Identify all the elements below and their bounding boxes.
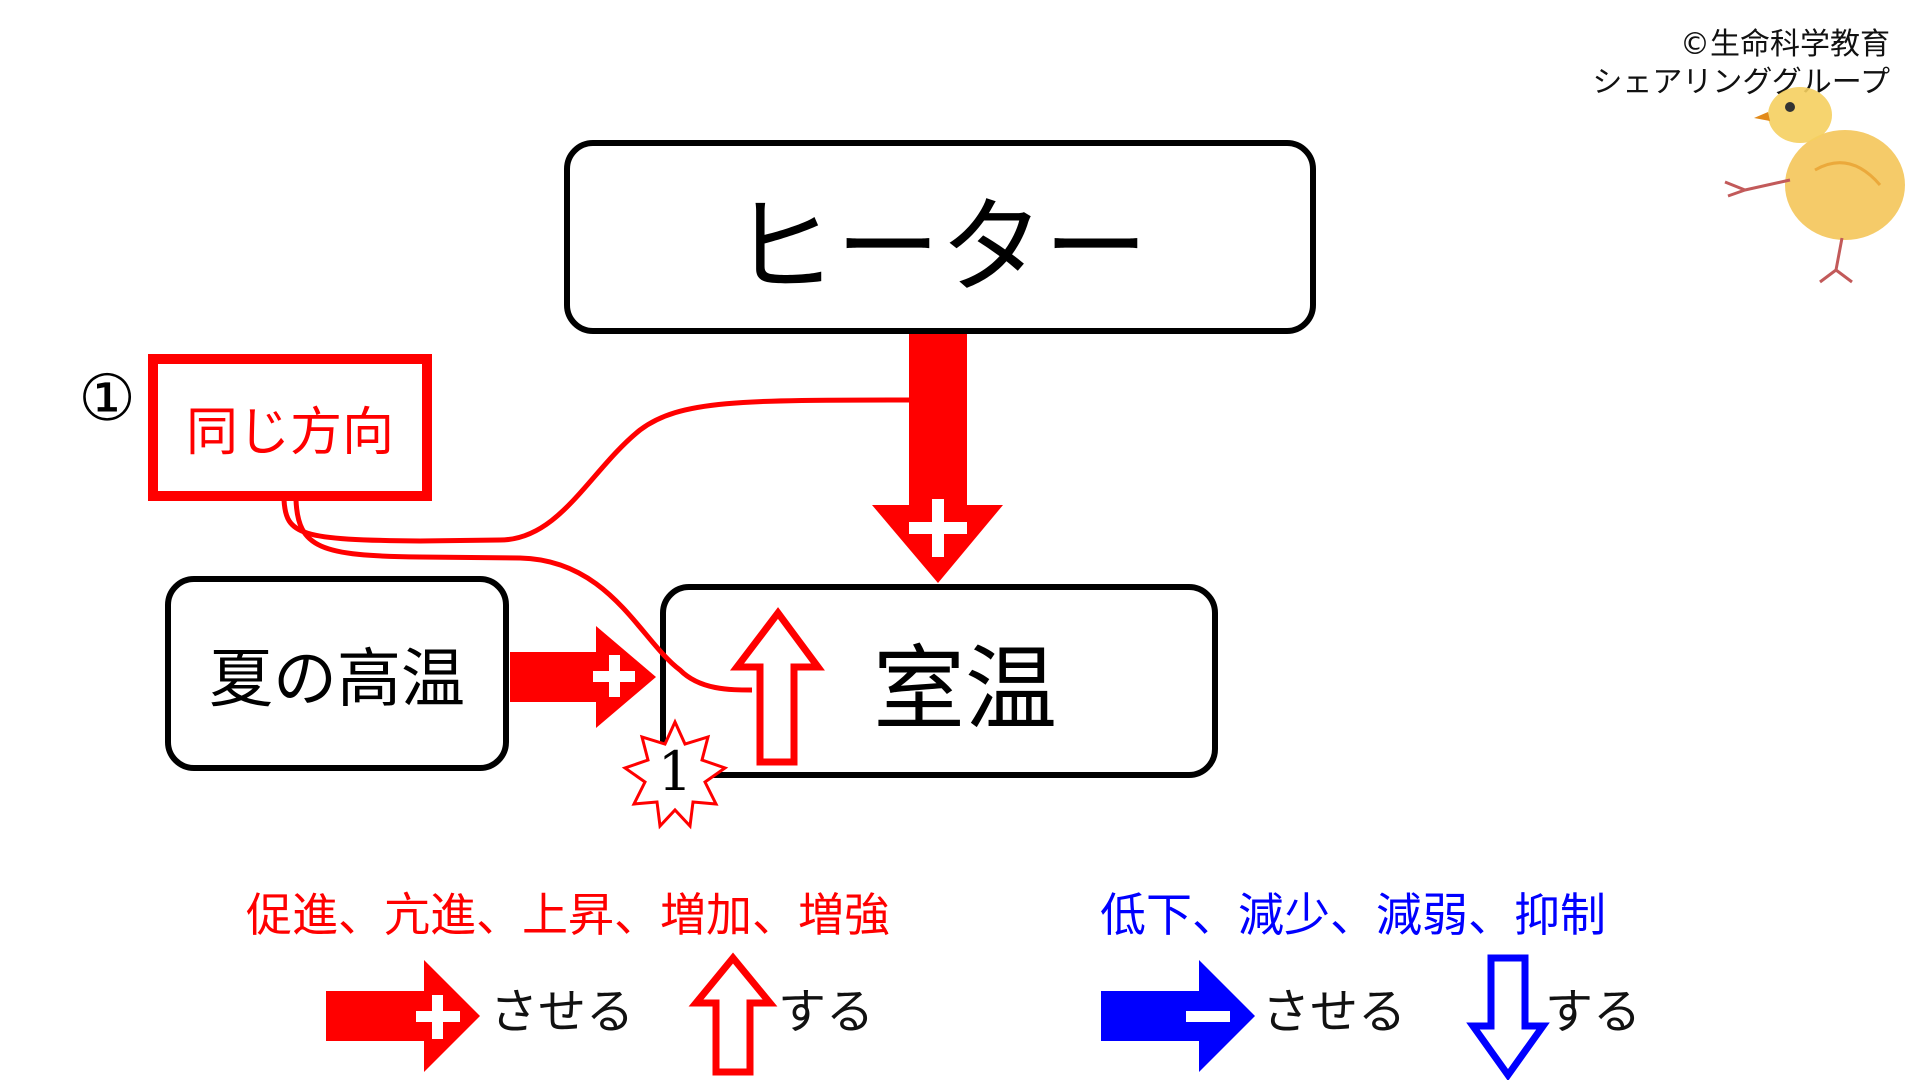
legend-positive-make-arrow [326, 960, 480, 1072]
heater-box [564, 140, 1316, 334]
legend-negative-do-label: する [1545, 984, 1642, 1040]
callout-label: 同じ方向 [185, 403, 394, 463]
minus-icon [1186, 1011, 1230, 1022]
callout-box [148, 354, 432, 501]
heater-label: ヒーター [731, 185, 1148, 308]
callout-connectors [281, 397, 911, 693]
callout-number: ① [78, 362, 136, 436]
legend-positive-do-label: する [778, 984, 875, 1040]
heater-to-room-arrow [872, 334, 1003, 583]
badge-number: 1 [658, 740, 692, 803]
legend-negative-terms: 低下、減少、減弱、抑制 [1100, 888, 1606, 942]
up-arrow-icon [729, 607, 825, 766]
legend-negative-make-label: させる [1262, 984, 1407, 1040]
badge-starburst [621, 718, 729, 830]
copyright-line-2: シェアリンググループ [1592, 65, 1890, 100]
summer-heat-box [165, 576, 509, 771]
legend-up-arrow-icon [688, 952, 778, 1076]
legend-positive-make-label: させる [490, 984, 635, 1040]
chick-icon [1724, 87, 1905, 284]
legend-negative-make-arrow [1101, 960, 1255, 1072]
copyright: ©生命科学教育 シェアリンググループ [1592, 26, 1890, 102]
legend-down-arrow-icon [1466, 954, 1550, 1080]
summer-to-room-arrow [510, 626, 656, 728]
copyright-line-1: ©生命科学教育 [1680, 27, 1890, 62]
room-temp-box [660, 584, 1218, 778]
legend-positive-terms: 促進、亢進、上昇、増加、増強 [246, 888, 890, 942]
summer-heat-label: 夏の高温 [209, 642, 465, 717]
room-temp-label: 室温 [872, 635, 1057, 743]
